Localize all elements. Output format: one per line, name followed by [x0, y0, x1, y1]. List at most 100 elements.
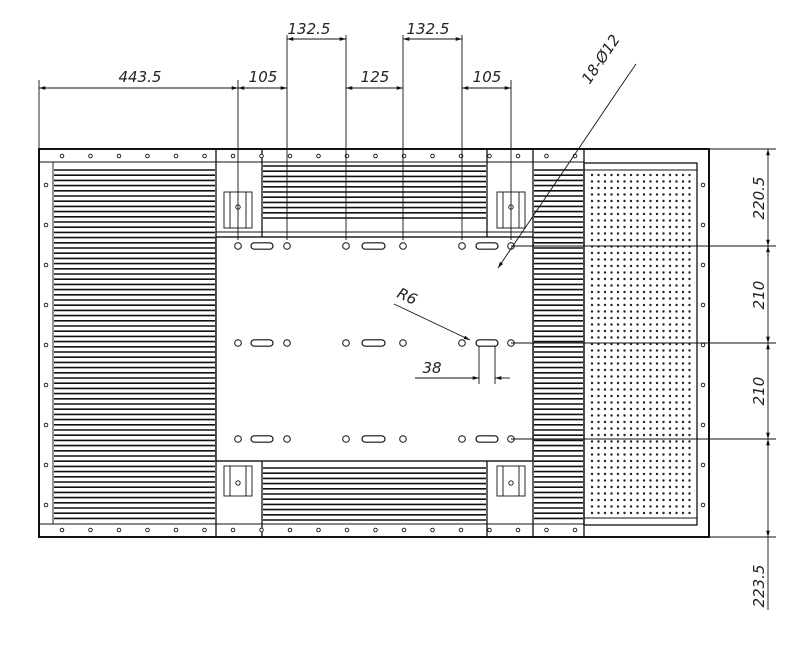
perforation-hole	[623, 440, 626, 443]
perforation-hole	[636, 206, 639, 209]
perforation-hole	[623, 511, 626, 515]
perforation-hole	[675, 323, 678, 326]
perforation-hole	[675, 381, 678, 385]
perforation-hole	[610, 193, 613, 196]
perforation-hole	[662, 336, 665, 339]
perforation-hole	[662, 440, 665, 443]
perforation-hole	[597, 186, 600, 190]
rivet	[458, 527, 464, 533]
perforation-hole	[668, 219, 672, 222]
perforation-hole	[623, 472, 626, 476]
perforation-hole	[662, 212, 665, 216]
perforation-hole	[655, 316, 659, 320]
perforation-hole	[675, 355, 678, 359]
perforation-hole	[649, 336, 652, 339]
perforation-hole	[649, 401, 652, 404]
perforation-hole	[649, 375, 652, 378]
perforation-hole	[642, 258, 646, 261]
perforation-hole	[655, 186, 659, 190]
perforation-hole	[597, 427, 600, 430]
perforation-hole	[623, 264, 626, 268]
perforation-hole	[681, 225, 685, 229]
perforation-hole	[668, 303, 672, 307]
perforation-hole	[642, 368, 646, 372]
perforation-hole	[616, 232, 620, 235]
perforation-hole	[629, 440, 633, 443]
perforation-hole	[629, 297, 633, 300]
perforation-hole	[590, 303, 594, 307]
perforation-hole	[662, 407, 665, 411]
rivet	[700, 462, 706, 468]
perforation-hole	[681, 303, 685, 307]
perforation-hole	[681, 407, 685, 411]
perforation-hole	[636, 394, 639, 398]
perforation-hole	[688, 303, 691, 307]
perforation-hole	[597, 492, 600, 495]
perforation-hole	[616, 407, 620, 411]
perforation-hole	[636, 453, 639, 456]
perforation-hole	[636, 303, 639, 307]
perforation-hole	[616, 388, 620, 391]
perforation-hole	[603, 362, 607, 365]
perforation-hole	[597, 440, 600, 443]
perforation-hole	[597, 511, 600, 515]
rivet	[430, 527, 435, 533]
perforation-hole	[649, 362, 652, 365]
mounting-hole	[458, 339, 466, 347]
perforation-hole	[688, 310, 691, 313]
perforation-hole	[636, 290, 639, 294]
rivet	[572, 527, 578, 533]
perforation-hole	[668, 355, 672, 359]
perforation-hole	[681, 329, 685, 333]
perforation-hole	[616, 277, 620, 281]
perforation-hole	[655, 414, 659, 417]
perforation-hole	[616, 284, 620, 287]
perforation-hole	[642, 355, 646, 359]
perforation-hole	[590, 336, 594, 339]
perforation-hole	[629, 173, 633, 177]
perforation-hole	[675, 290, 678, 294]
perforation-hole	[629, 329, 633, 333]
perforation-hole	[642, 492, 646, 495]
perforation-hole	[655, 505, 659, 508]
perforation-hole	[662, 479, 665, 482]
perforation-hole	[642, 505, 646, 508]
perforation-hole	[688, 323, 691, 326]
perforation-hole	[610, 407, 613, 411]
perforation-hole	[675, 349, 678, 352]
perforation-hole	[636, 375, 639, 378]
perforation-hole	[662, 199, 665, 203]
perforation-hole	[688, 394, 691, 398]
perforation-hole	[681, 219, 685, 222]
perforation-hole	[642, 362, 646, 365]
perforation-hole	[655, 466, 659, 469]
perforation-hole	[668, 336, 672, 339]
perforation-hole	[616, 368, 620, 372]
perforation-hole	[610, 297, 613, 300]
perforation-hole	[668, 199, 672, 203]
perforation-hole	[662, 362, 665, 365]
perforation-hole	[642, 271, 646, 274]
perforation-hole	[668, 323, 672, 326]
perforation-hole	[662, 225, 665, 229]
rivet	[43, 502, 49, 508]
perforation-hole	[642, 297, 646, 300]
perforation-hole	[681, 336, 685, 339]
perforation-hole	[623, 381, 626, 385]
rivet	[287, 153, 293, 159]
perforation-hole	[655, 394, 659, 398]
perforation-hole	[649, 466, 652, 469]
perforation-hole	[675, 498, 678, 502]
perforation-hole	[662, 264, 665, 268]
perforation-hole	[688, 290, 691, 294]
perforation-hole	[636, 433, 639, 437]
perforation-hole	[629, 355, 633, 359]
perforation-hole	[610, 264, 613, 268]
perforation-hole	[636, 427, 639, 430]
perforation-hole	[688, 355, 691, 359]
perforation-hole	[590, 310, 594, 313]
perforation-hole	[668, 232, 672, 235]
perforation-hole	[675, 492, 678, 495]
perforation-hole	[668, 407, 672, 411]
perforation-hole	[629, 277, 633, 281]
